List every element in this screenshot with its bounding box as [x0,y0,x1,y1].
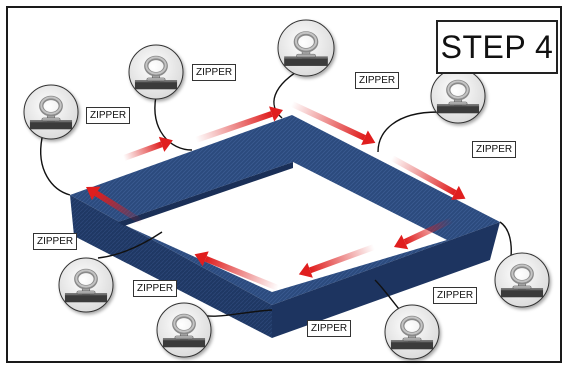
arrow [393,217,454,250]
motion-arrows [86,101,466,291]
zipper-cord [377,111,439,153]
zipper-label: ZIPPER [192,64,237,81]
eyebolt-icon [500,263,544,298]
zipper-label: ZIPPER [86,107,131,124]
arrow [390,155,466,200]
eyebolt-badge [23,84,79,140]
eyebolt-icon [134,55,178,90]
eyebolt-badge [494,252,550,308]
frame-side-right [272,222,500,338]
eyebolt-badge [430,68,486,124]
eyebolt-icon [162,313,206,348]
eyebolt-icon [436,79,480,114]
eyebolt-badge [58,257,114,313]
arrow [86,186,144,225]
zipper-label: ZIPPER [433,287,478,304]
zipper-cord [154,95,193,151]
arrow [194,251,280,291]
eyebolt-badge [128,44,184,100]
zipper-label: ZIPPER [355,72,400,89]
eyebolt-icon [284,31,328,66]
eyebolt-badge [156,302,212,358]
eyebolt-icon [64,268,108,303]
frame-side-left [70,195,272,338]
zipper-cord [97,231,163,259]
zipper-label: ZIPPER [133,280,178,297]
zipper-cord [40,137,71,196]
zipper-label: ZIPPER [33,233,78,250]
arrow [122,136,173,161]
zipper-label: ZIPPER [307,320,352,337]
arrow [298,244,376,278]
eyebolt-badge [384,304,440,360]
zipper-label: ZIPPER [472,141,517,158]
eyebolt-icon [390,315,434,350]
arrow [290,101,376,146]
eyebolt-icon [29,95,73,130]
arrow [195,106,283,143]
eyebolt-badges [23,19,550,360]
frame-top-surface [70,115,500,305]
eyebolt-badge [277,19,335,77]
step-title: STEP 4 [436,20,558,74]
frame-inner-wall [118,162,293,226]
